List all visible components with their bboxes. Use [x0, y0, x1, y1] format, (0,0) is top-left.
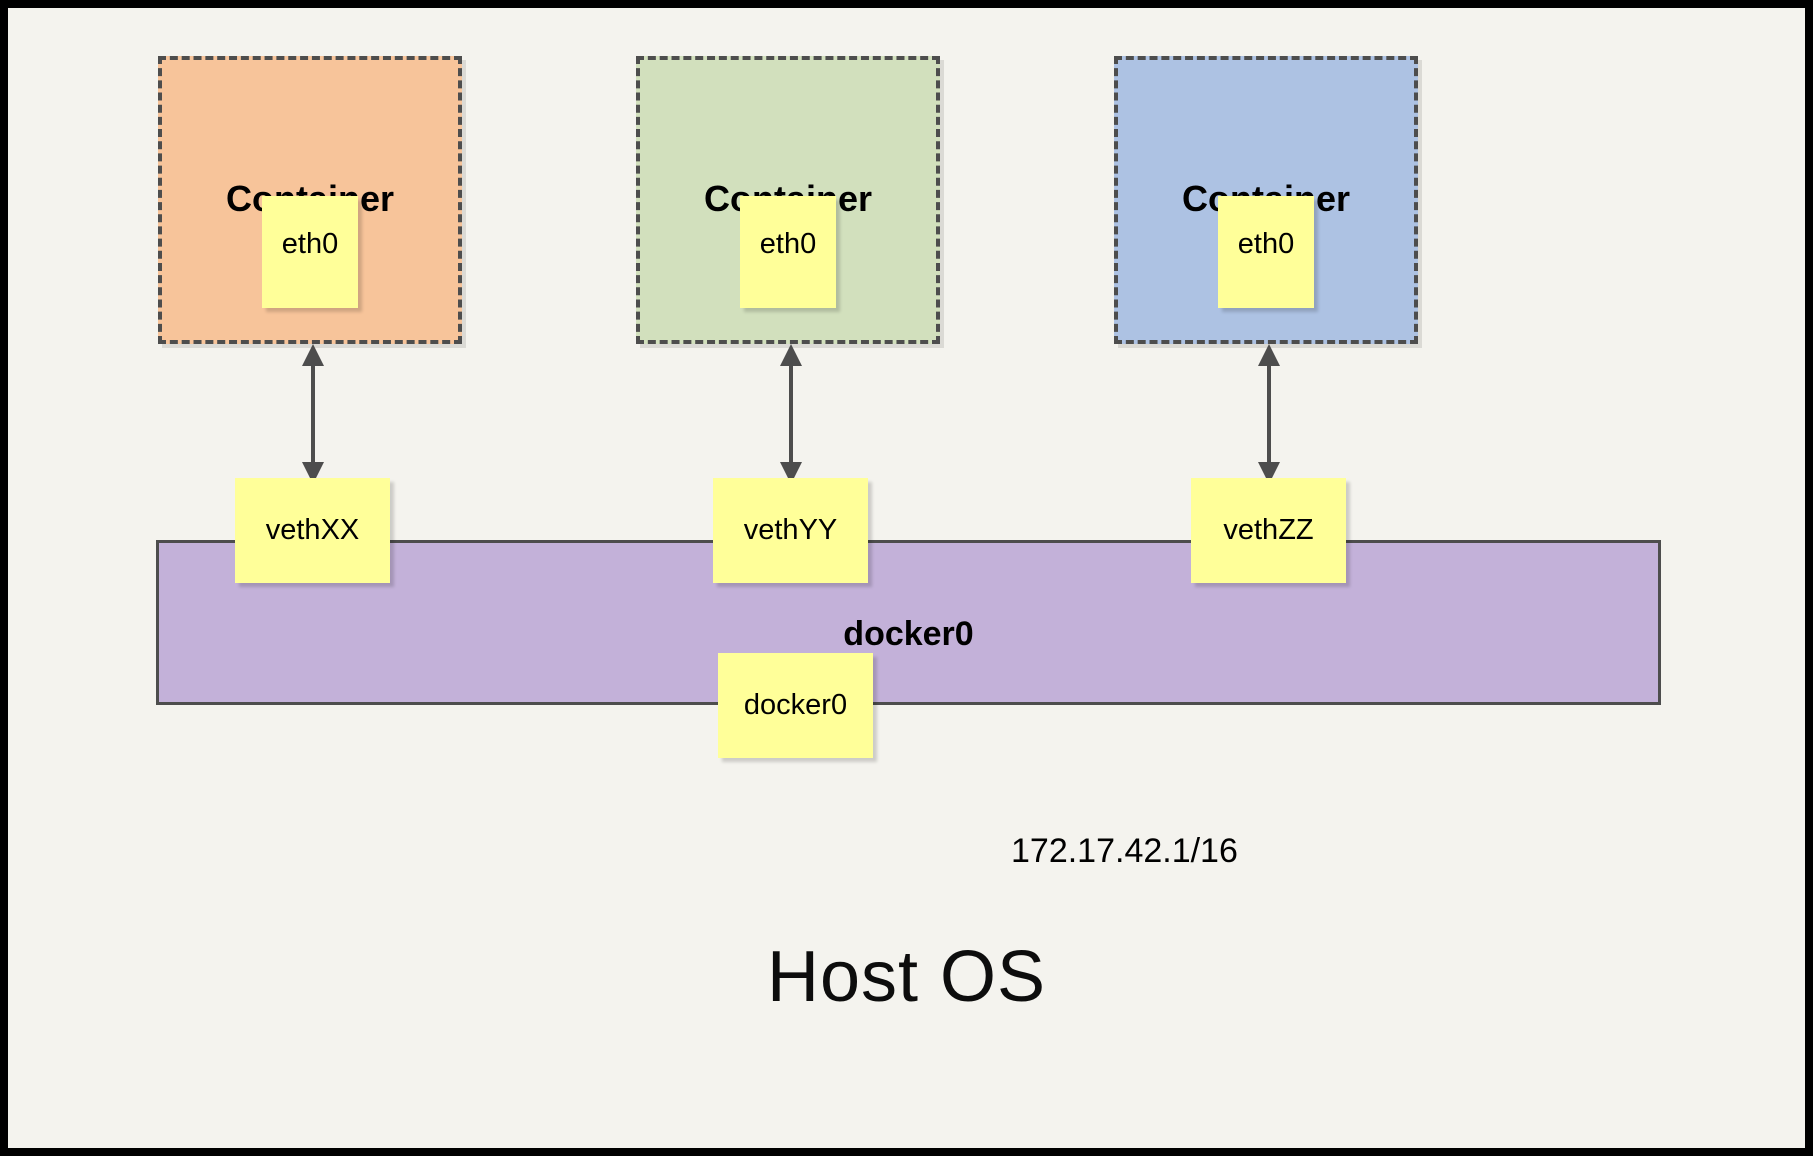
veth-box-2: vethYY — [713, 478, 868, 583]
docker0-ip-label: 172.17.42.1/16 — [1011, 832, 1238, 870]
host-os-label: Host OS — [766, 937, 1047, 1017]
arrow-container-2-to-veth — [780, 344, 802, 484]
docker0-bridge: docker0 — [156, 540, 1661, 705]
container-eth0-3: eth0 — [1218, 196, 1314, 308]
arrow-container-1-to-veth — [302, 344, 324, 484]
container-eth0-2: eth0 — [740, 196, 836, 308]
veth-box-1: vethXX — [235, 478, 390, 583]
docker0-interface-box: docker0 — [718, 653, 873, 758]
arrow-container-3-to-veth — [1258, 344, 1280, 484]
container-eth0-1: eth0 — [262, 196, 358, 308]
veth-box-3: vethZZ — [1191, 478, 1346, 583]
host-os-frame: Container eth0 Container eth0 Container … — [8, 8, 1805, 1148]
docker0-bridge-label: docker0 — [843, 615, 974, 653]
